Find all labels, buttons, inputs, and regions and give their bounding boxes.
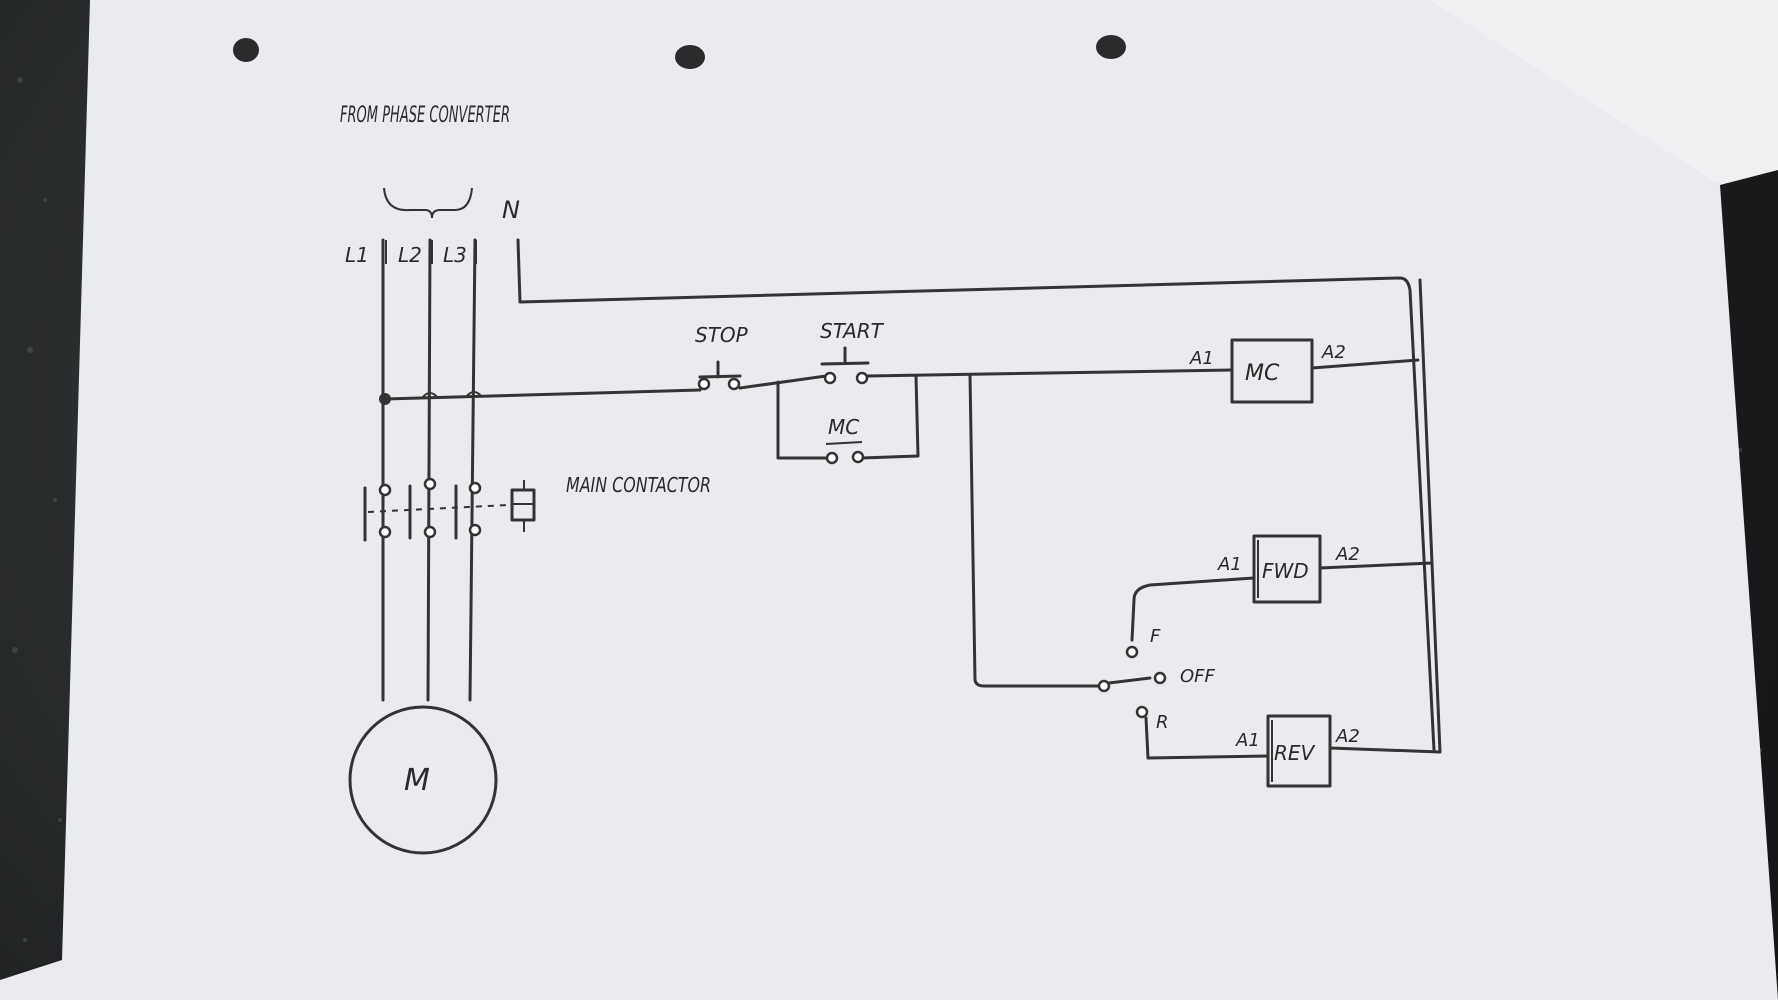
- holding-contact-left: [825, 451, 839, 465]
- source-label: FROM PHASE CONVERTER: [340, 103, 510, 128]
- neutral-line: [516, 238, 1436, 752]
- phase-line-l2: [426, 238, 432, 702]
- mc-a2-line: [1310, 358, 1420, 370]
- start-contact-right: [855, 371, 869, 385]
- neutral-label: N: [502, 196, 520, 224]
- stop-button-bar: [698, 360, 742, 379]
- switch-contact-f: [1125, 645, 1139, 659]
- wire-crossover: [421, 391, 483, 399]
- switch-contact-off: [1153, 671, 1167, 685]
- stop-contact-left: [697, 377, 711, 391]
- mc-a2-label: A2: [1321, 342, 1346, 363]
- rev-a1-line: [1144, 716, 1270, 760]
- rev-coil-label: REV: [1274, 741, 1316, 765]
- switch-f-label: F: [1150, 626, 1161, 647]
- main-contactor-label: MAIN CONTACTOR: [566, 473, 711, 497]
- start-contact-left: [823, 371, 837, 385]
- mc-coil: [1230, 338, 1314, 404]
- holding-contact-right: [851, 450, 865, 464]
- rev-a1-label: A1: [1235, 730, 1260, 751]
- motor-label: M: [404, 763, 430, 798]
- punch-hole: [675, 45, 705, 69]
- fwd-a2-label: A2: [1335, 544, 1360, 565]
- phase-brace: [383, 187, 473, 219]
- fwd-a1-label: A1: [1217, 554, 1242, 575]
- main-contactor: [363, 477, 536, 542]
- mc-a1-label: A1: [1189, 348, 1214, 369]
- punch-hole: [233, 38, 259, 62]
- holding-contact-underline: [825, 441, 863, 445]
- start-label: START: [820, 319, 885, 343]
- start-button-bar: [820, 346, 870, 366]
- switch-common-contact: [1097, 679, 1111, 693]
- rev-coil: [1266, 714, 1332, 788]
- phase-line-l3: [468, 238, 477, 702]
- motor: [348, 705, 498, 855]
- rev-a2-label: A2: [1335, 726, 1360, 747]
- punch-hole: [1096, 35, 1126, 59]
- fwd-a1-line: [1130, 576, 1256, 642]
- switch-off-label: OFF: [1180, 666, 1216, 687]
- mc-coil-label: MC: [1245, 361, 1280, 386]
- stop-label: STOP: [695, 323, 749, 347]
- l2-label: L2: [398, 243, 422, 267]
- switch-r-label: R: [1156, 712, 1169, 733]
- stop-contact-right: [727, 377, 741, 391]
- holding-contact-label: MC: [828, 415, 859, 439]
- fwd-a2-line: [1318, 561, 1434, 570]
- rev-a2-line: [1328, 278, 1442, 754]
- selector-supply-line: [968, 373, 1102, 688]
- holding-contact-branch: [776, 374, 920, 460]
- l3-label: L3: [443, 243, 467, 267]
- switch-contact-r: [1135, 705, 1149, 719]
- start-to-mc-line: [865, 368, 1234, 378]
- l1-label: L1: [345, 243, 369, 267]
- switch-lever: [1107, 676, 1152, 685]
- fwd-coil-label: FWD: [1262, 559, 1309, 583]
- stop-to-start-line: [738, 374, 828, 390]
- phase-tick: [385, 240, 477, 264]
